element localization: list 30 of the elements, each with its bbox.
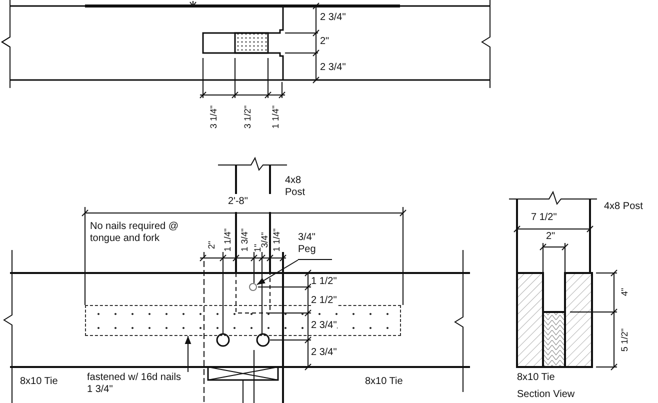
dimension-text: 8x10 Tie xyxy=(365,376,403,388)
dimension-text: 3 1/4" xyxy=(210,105,218,129)
leader-line xyxy=(256,260,298,286)
dimension-text: 2" xyxy=(208,240,216,250)
dimension-text: 3 1/2" xyxy=(244,105,252,129)
dimension-text: 5 1/2" xyxy=(620,328,630,352)
dimension-text: 2 3/4" xyxy=(320,12,346,24)
dimension-text: 1 1/4" xyxy=(272,228,282,252)
dimension-text: 8x10 Tie xyxy=(20,376,58,388)
dimension-text: 3/4" xyxy=(260,232,270,248)
peg-circle xyxy=(249,283,257,291)
leader-arrow xyxy=(184,336,192,372)
peg-note: 3/4" Peg xyxy=(298,232,332,260)
strap-outline xyxy=(85,305,401,336)
dimension-text: 2'-8" xyxy=(228,196,248,208)
drawing-label: Section View xyxy=(517,389,575,400)
dimension-text: 7 1/2" xyxy=(531,212,557,224)
dimension-text: 1 1/4" xyxy=(224,228,232,252)
dimension-text: 1 1/4" xyxy=(272,105,280,129)
strap-note: fastened w/ 16d nails 1 3/4" xyxy=(87,372,182,400)
dimension-text: 1" xyxy=(254,244,262,252)
dimension-text: 2 3/4" xyxy=(311,347,337,358)
dimension-text: 1 1/2" xyxy=(311,276,337,288)
dimension-text: 4x8 Post xyxy=(604,201,643,212)
dimension-text: 2 3/4" xyxy=(311,320,337,332)
dimension-text: 2 1/2" xyxy=(311,295,337,306)
dimension-text: 4" xyxy=(620,288,630,296)
dimension-text: 1 3/4" xyxy=(240,228,250,252)
dimension-text: 8x10 Tie xyxy=(517,372,555,384)
dimension-text: 2 3/4" xyxy=(320,62,346,74)
